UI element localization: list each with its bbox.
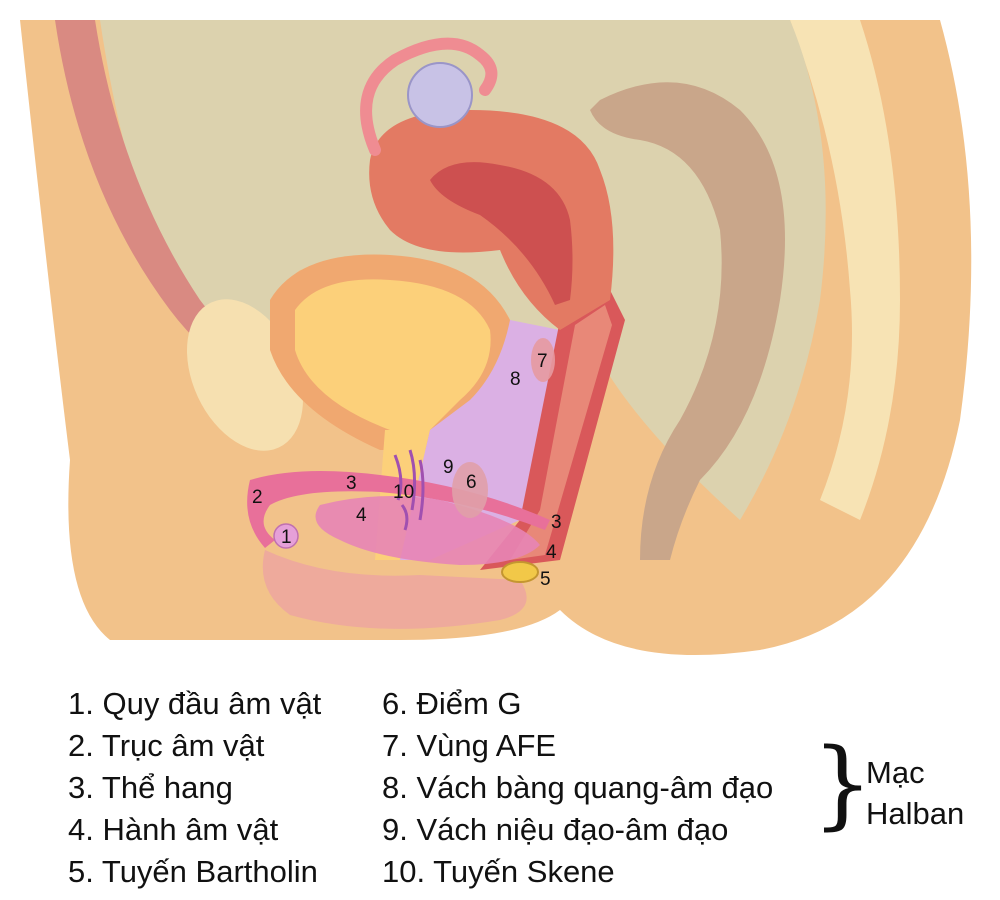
bladder bbox=[295, 279, 491, 430]
halban-brace: } bbox=[812, 728, 874, 840]
label-5: 5 bbox=[540, 569, 551, 590]
label-3a: 3 bbox=[346, 473, 357, 494]
vestibular-bulb bbox=[315, 496, 540, 565]
label-10: 10 bbox=[393, 482, 414, 503]
label-7: 7 bbox=[537, 351, 548, 372]
label-9: 9 bbox=[443, 457, 454, 478]
fallopian-tube bbox=[360, 37, 498, 156]
legend-item-9: 9. Vách niệu đạo-âm đạo bbox=[382, 812, 729, 847]
anatomy-illustration: 1 2 3 3 4 4 5 6 7 8 9 10 bbox=[20, 20, 972, 655]
afe-zone bbox=[531, 338, 555, 382]
halban-label-line2: Halban bbox=[866, 796, 965, 831]
label-2: 2 bbox=[252, 487, 263, 508]
legend-item-1: 1. Quy đầu âm vật bbox=[68, 686, 322, 721]
label-3b: 3 bbox=[551, 512, 562, 533]
rectum bbox=[590, 82, 785, 560]
label-4b: 4 bbox=[546, 542, 557, 563]
skene-glands bbox=[393, 449, 425, 531]
clitoral-glans bbox=[273, 523, 299, 549]
legend-item-10: 10. Tuyến Skene bbox=[382, 854, 615, 889]
legend-item-7: 7. Vùng AFE bbox=[382, 728, 557, 763]
legend-item-8: 8. Vách bàng quang-âm đạo bbox=[382, 770, 774, 805]
legend-item-3: 3. Thể hang bbox=[68, 770, 233, 805]
labia bbox=[262, 550, 527, 629]
pelvic-cavity bbox=[100, 20, 826, 520]
clitoris-crus bbox=[247, 471, 550, 548]
uterine-cavity bbox=[430, 162, 573, 305]
legend-item-5: 5. Tuyến Bartholin bbox=[68, 854, 318, 889]
ovary bbox=[407, 62, 473, 128]
legend-item-6: 6. Điểm G bbox=[382, 686, 522, 721]
legend-item-4: 4. Hành âm vật bbox=[68, 812, 279, 847]
label-8: 8 bbox=[510, 369, 521, 390]
legend-item-2: 2. Trục âm vật bbox=[68, 728, 265, 763]
vagina-inner bbox=[510, 305, 612, 560]
label-6: 6 bbox=[466, 472, 477, 493]
g-spot bbox=[452, 462, 488, 518]
bartholin-gland bbox=[501, 561, 539, 583]
lumbar-band bbox=[730, 20, 900, 520]
label-1: 1 bbox=[281, 527, 292, 548]
abdominal-wall bbox=[55, 20, 260, 380]
label-4a: 4 bbox=[356, 505, 367, 526]
halban-label-line1: Mạc bbox=[866, 755, 925, 790]
